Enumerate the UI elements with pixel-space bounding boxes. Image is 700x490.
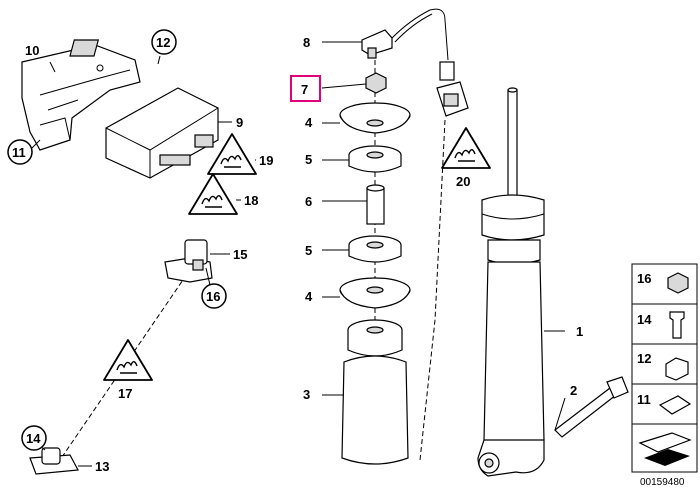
callout-11: 11	[12, 145, 26, 160]
flange-nut-icon	[665, 357, 689, 381]
warning-triangle-icon	[103, 339, 153, 381]
part-2-bolt	[554, 376, 629, 438]
callout-6: 6	[305, 194, 312, 209]
callout-2: 2	[570, 383, 577, 398]
callout-15: 15	[233, 247, 247, 262]
leader-lines	[29, 41, 566, 467]
callout-5-lower: 5	[305, 243, 312, 258]
part-1-shock-absorber	[477, 87, 545, 477]
warning-triangle-icon	[188, 173, 238, 215]
callout-5-upper: 5	[305, 152, 312, 167]
callout-4-lower: 4	[305, 289, 313, 304]
legend-label-12: 12	[637, 351, 651, 366]
callout-10: 10	[25, 43, 39, 58]
callout-1: 1	[576, 324, 583, 339]
callout-circle-16	[201, 283, 227, 309]
callout-3: 3	[303, 387, 310, 402]
part-15-sensor-bracket	[164, 239, 213, 283]
part-9-control-unit	[105, 87, 219, 179]
diagram-reference-number: 00159480	[640, 477, 685, 488]
callout-circle-11	[7, 139, 33, 165]
clip-icon	[658, 395, 692, 415]
part-3-bump-stop	[341, 319, 409, 465]
callout-8: 8	[303, 35, 310, 50]
part-4-lower-support	[339, 277, 411, 309]
part-10-bracket	[21, 39, 141, 151]
nut-icon	[667, 272, 689, 294]
legend-label-11: 11	[637, 392, 651, 407]
callout-19: 19	[259, 153, 273, 168]
callout-4-upper: 4	[305, 115, 313, 130]
part-5-lower-bushing	[348, 235, 402, 263]
screw-icon	[669, 311, 685, 339]
part-8-sensor	[361, 8, 469, 117]
callout-9: 9	[236, 115, 243, 130]
callout-7: 7	[301, 82, 308, 97]
part-4-upper-support	[339, 102, 411, 134]
callout-14: 14	[26, 431, 41, 446]
callout-20: 20	[456, 174, 470, 189]
callout-circle-14	[21, 425, 47, 451]
callout-16: 16	[206, 289, 220, 304]
pad-icon	[638, 432, 692, 453]
callout-12: 12	[156, 35, 170, 50]
callout-18: 18	[244, 193, 258, 208]
part-5-upper-bushing	[348, 145, 402, 173]
selected-part-highlight	[290, 75, 321, 102]
callout-13: 13	[95, 459, 109, 474]
legend-label-16: 16	[637, 271, 651, 286]
warning-triangle-icon	[441, 127, 491, 169]
legend-label-14: 14	[637, 312, 652, 327]
part-13-clip	[29, 447, 79, 475]
callout-17: 17	[118, 386, 132, 401]
part-7-nut	[365, 72, 387, 94]
fasteners-legend	[631, 263, 698, 473]
part-6-sleeve	[366, 184, 385, 225]
callout-circle-12	[151, 29, 177, 55]
